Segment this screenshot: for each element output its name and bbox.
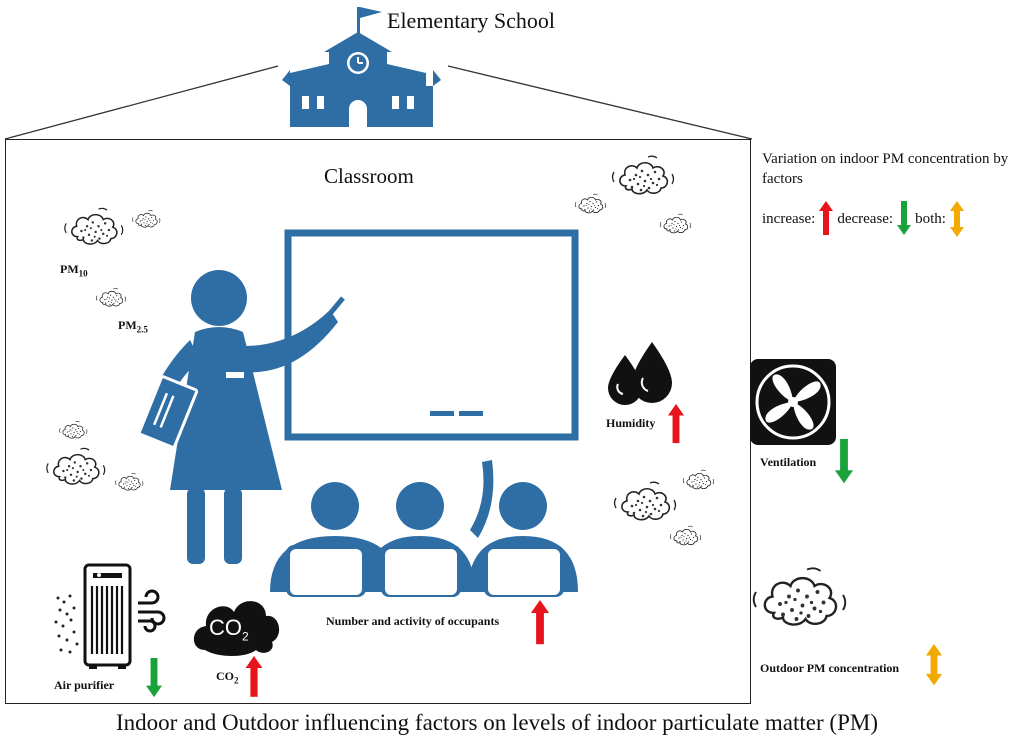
air-purifier-icon bbox=[54, 563, 166, 669]
pm25-label: PM2.5 bbox=[118, 318, 148, 334]
pm25-label-sub: 2.5 bbox=[136, 324, 148, 335]
legend-heading: Variation on indoor PM concentration by … bbox=[762, 151, 1009, 187]
pm10-cloud-icon bbox=[64, 207, 124, 245]
humidity-increase-arrow-icon bbox=[667, 404, 685, 444]
legend-both-arrow-icon bbox=[949, 201, 964, 237]
co2-cloud-label-main: CO bbox=[209, 615, 242, 640]
pm10-label: PM10 bbox=[60, 262, 88, 278]
outdoor-pm-label: Outdoor PM concentration bbox=[760, 661, 900, 675]
co2-cloud-icon bbox=[193, 601, 280, 656]
particle-cloud-icon bbox=[682, 469, 715, 490]
humidity-label: Humidity bbox=[606, 416, 656, 430]
air-purifier-decrease-arrow-icon bbox=[145, 658, 163, 698]
legend-both-label: both: bbox=[915, 210, 946, 227]
humidity-drops-icon bbox=[608, 342, 672, 405]
particle-cloud-icon bbox=[611, 155, 675, 195]
co2-increase-arrow-icon bbox=[245, 656, 263, 697]
co2-label-main: CO bbox=[216, 669, 234, 683]
students-figures bbox=[270, 460, 578, 597]
legend-row: increase: decrease: both: bbox=[762, 199, 968, 239]
legend-increase-label: increase: bbox=[762, 210, 816, 227]
occupants-increase-arrow-icon bbox=[530, 600, 550, 645]
ventilation-group bbox=[750, 359, 854, 484]
outdoor-pm-cloud-icon bbox=[752, 567, 847, 626]
co2-cloud-label: CO2 bbox=[209, 615, 249, 643]
occupants-label: Number and activity of occupants bbox=[326, 614, 500, 628]
teacher-figure bbox=[137, 270, 345, 564]
pm25-cloud-icon bbox=[95, 287, 127, 307]
classroom-title: Classroom bbox=[324, 164, 414, 188]
particle-cloud-icon bbox=[669, 525, 702, 546]
co2-label-sub: 2 bbox=[234, 675, 239, 686]
school-building-icon bbox=[282, 7, 441, 127]
co2-cloud-label-sub: 2 bbox=[242, 629, 249, 644]
legend-increase-arrow-icon bbox=[819, 201, 834, 235]
pm10-label-main: PM bbox=[60, 262, 79, 276]
ventilation-fan-icon bbox=[750, 359, 836, 445]
air-purifier-label: Air purifier bbox=[54, 678, 115, 692]
particle-cloud-icon bbox=[613, 481, 677, 521]
pm10-label-sub: 10 bbox=[78, 268, 88, 279]
classroom-scene bbox=[46, 155, 715, 698]
outdoor-pm-both-arrow-icon bbox=[925, 644, 943, 686]
particle-cloud-icon bbox=[132, 209, 161, 228]
co2-label: CO2 bbox=[216, 669, 239, 685]
particle-cloud-icon bbox=[659, 213, 692, 234]
ventilation-label: Ventilation bbox=[760, 455, 817, 469]
particle-cloud-icon bbox=[59, 420, 88, 439]
particle-cloud-icon bbox=[574, 193, 607, 214]
particle-cloud-icon bbox=[46, 447, 106, 485]
pm25-label-main: PM bbox=[118, 318, 137, 332]
perspective-line-left bbox=[4, 65, 279, 140]
perspective-line-right bbox=[447, 65, 753, 140]
particle-cloud-icon bbox=[115, 472, 144, 491]
legend-decrease-arrow-icon bbox=[897, 201, 912, 235]
whiteboard bbox=[284, 229, 579, 441]
ventilation-decrease-arrow-icon bbox=[834, 439, 854, 484]
legend-decrease-label: decrease: bbox=[837, 210, 894, 227]
figure-caption: Indoor and Outdoor influencing factors o… bbox=[116, 710, 878, 735]
school-illustration bbox=[4, 7, 753, 140]
school-title: Elementary School bbox=[387, 8, 556, 33]
